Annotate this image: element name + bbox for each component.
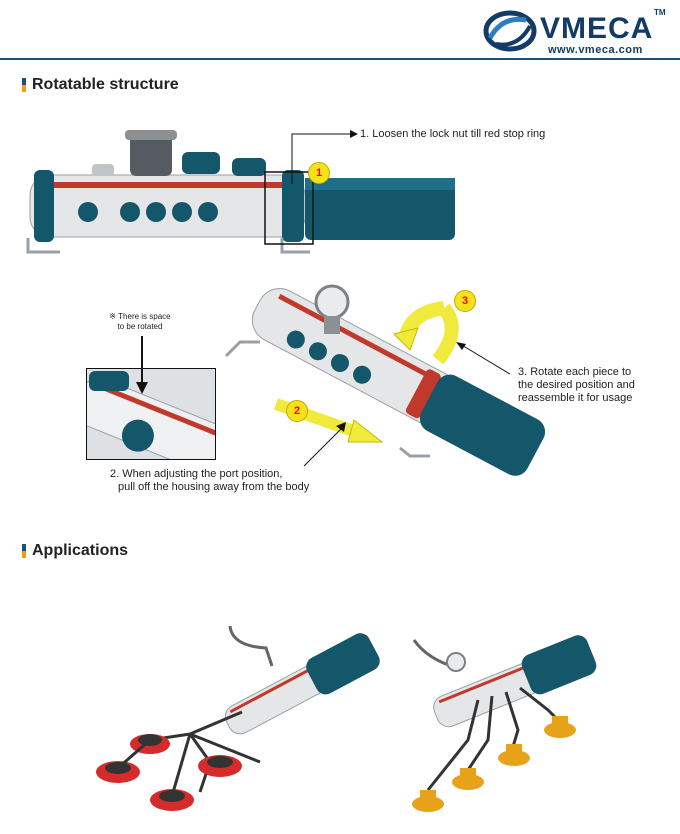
step-3-text-line-2: the desired position and bbox=[518, 379, 635, 391]
section-marker-icon bbox=[22, 544, 26, 558]
step-2-text-line-2: pull off the housing away from the body bbox=[118, 481, 310, 493]
space-note-line-1: ※ There is space bbox=[109, 312, 171, 321]
section-title-text: Rotatable structure bbox=[32, 76, 179, 93]
step-3-text-line-3: reassemble it for usage bbox=[518, 392, 633, 404]
step-2-text: 2. When adjusting the port position, pul… bbox=[110, 468, 309, 494]
step-2-badge: 2 bbox=[286, 400, 308, 422]
space-note-line-2: to be rotated bbox=[117, 322, 163, 331]
vmeca-swirl-icon bbox=[483, 10, 537, 52]
step-3-text-line-1: 3. Rotate each piece to bbox=[518, 366, 632, 378]
step-3-text: 3. Rotate each piece to the desired posi… bbox=[518, 366, 635, 405]
space-note-arrow bbox=[136, 336, 148, 394]
step-1-text: 1. Loosen the lock nut till red stop rin… bbox=[360, 128, 546, 140]
inset-detail-illustration bbox=[87, 369, 215, 459]
callout-2-leader-line bbox=[303, 422, 346, 467]
application-red-cups-illustration bbox=[96, 625, 380, 811]
ejector-side-view-illustration bbox=[26, 130, 455, 254]
rotate-arrow-icon bbox=[393, 301, 459, 365]
section-title-applications: Applications bbox=[22, 542, 128, 560]
brand-logo: VMECA TM www.vmeca.com bbox=[482, 8, 666, 56]
section-marker-icon bbox=[22, 78, 26, 92]
callout-1-leader-line bbox=[291, 130, 358, 184]
step-3-badge: 3 bbox=[454, 290, 476, 312]
callout-3-leader-line bbox=[456, 342, 511, 375]
application-orange-cups-illustration bbox=[412, 635, 597, 812]
brand-trademark: TM bbox=[654, 8, 666, 17]
brand-name: VMECA bbox=[540, 12, 654, 45]
ejector-rotation-illustration bbox=[224, 284, 546, 476]
rotation-space-inset bbox=[86, 368, 216, 460]
step-2-text-line-1: 2. When adjusting the port position, bbox=[110, 468, 283, 480]
section-title-text: Applications bbox=[32, 542, 129, 559]
section-title-rotatable: Rotatable structure bbox=[22, 76, 179, 94]
step-1-badge: 1 bbox=[308, 162, 330, 184]
header-divider bbox=[0, 58, 680, 60]
brand-url: www.vmeca.com bbox=[548, 44, 643, 56]
space-note: ※ There is space to be rotated bbox=[96, 312, 184, 332]
